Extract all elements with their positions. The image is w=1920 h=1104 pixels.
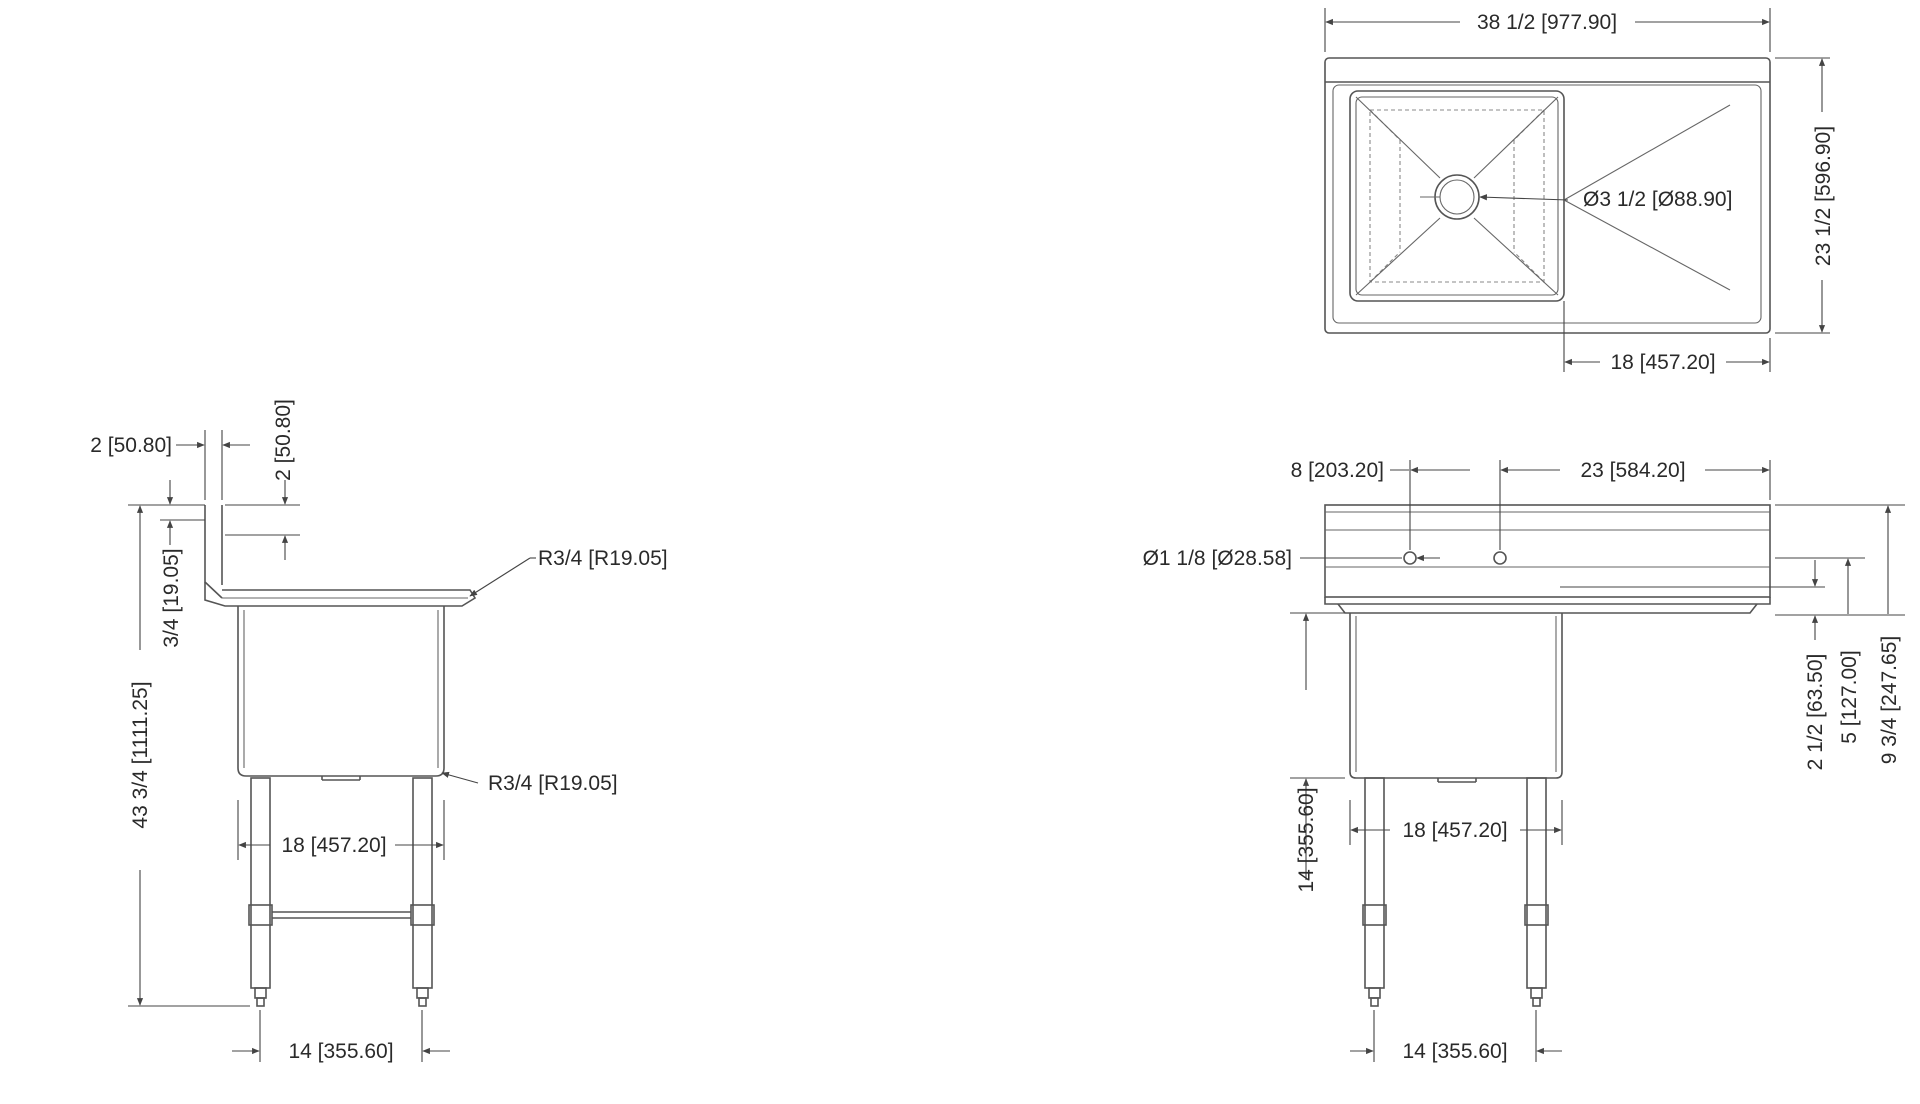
faucet-hole-label: Ø1 1/8 [Ø28.58] — [1143, 547, 1292, 570]
top-view-outline — [1324, 57, 1771, 334]
faucet-height-label: 2 1/2 [63.50] — [1804, 654, 1827, 771]
faucet-hole-right — [1493, 551, 1507, 565]
drainboard-label: 18 [457.20] — [1610, 351, 1715, 374]
top-depth-label: 23 1/2 [596.90] — [1812, 126, 1835, 266]
front-leg-right — [1526, 777, 1547, 989]
faucet-to-end-label: 23 [584.20] — [1580, 459, 1685, 482]
backsplash-to-rim-label: 5 [127.00] — [1838, 650, 1861, 743]
drain-icon — [1434, 174, 1480, 220]
side-view: 2 [50.80] 2 [50.80] 3/4 [19.05] 43 3/4 [… — [90, 399, 667, 1063]
front-backsplash — [1324, 504, 1771, 598]
rim-label: 3/4 [19.05] — [160, 548, 183, 647]
edge-radius-label: R3/4 [R19.05] — [538, 547, 668, 570]
front-leg-left — [1364, 777, 1385, 989]
side-bowl-width-label: 18 [457.20] — [281, 834, 386, 857]
overall-height-label: 43 3/4 [1111.25] — [129, 681, 152, 828]
top-view: 38 1/2 [977.90] 23 1/2 [596.90] Ø3 1/2 [… — [1324, 8, 1835, 374]
front-view: 8 [203.20] 23 [584.20] Ø1 1/8 [Ø28.58] 1… — [1143, 459, 1905, 1063]
bowl-radius-label: R3/4 [R19.05] — [488, 772, 618, 795]
front-bowl — [1349, 613, 1563, 779]
side-bowl — [237, 606, 445, 777]
side-leg-right — [412, 777, 433, 989]
front-leg-spacing-label: 14 [355.60] — [1402, 1040, 1507, 1063]
backsplash-height-label: 2 [50.80] — [272, 399, 295, 481]
front-bowl-width-label: 18 [457.20] — [1402, 819, 1507, 842]
front-bowl-depth-label: 14 [355.60] — [1295, 787, 1318, 892]
side-backsplash — [204, 505, 223, 599]
faucet-offset-label: 8 [203.20] — [1291, 459, 1384, 482]
faucet-hole-left — [1403, 551, 1417, 565]
backsplash-total-label: 9 3/4 [247.65] — [1878, 636, 1901, 764]
top-view-bowl — [1349, 90, 1565, 302]
top-width-label: 38 1/2 [977.90] — [1477, 11, 1617, 34]
drain-label: Ø3 1/2 [Ø88.90] — [1583, 188, 1732, 211]
side-leg-spacing-label: 14 [355.60] — [288, 1040, 393, 1063]
backsplash-thickness-label: 2 [50.80] — [90, 434, 172, 457]
side-leg-left — [250, 777, 271, 989]
